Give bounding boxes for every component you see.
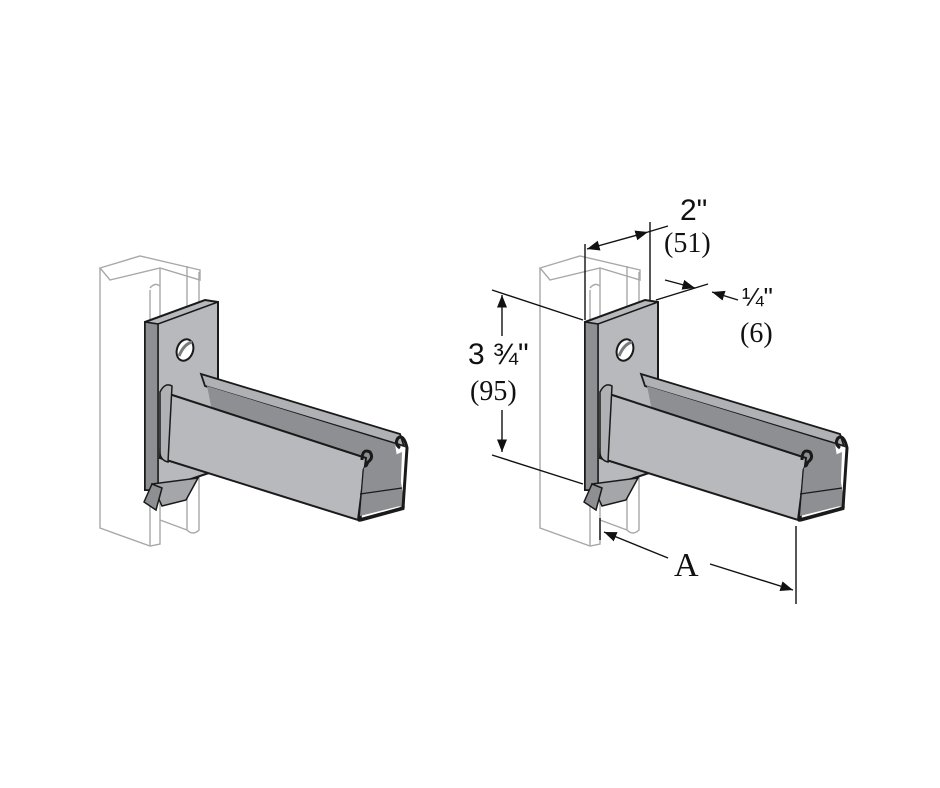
- bracket-assembly-plain: [98, 254, 409, 548]
- width-metric-label: (51): [664, 228, 711, 259]
- length-a-label: A: [674, 547, 699, 584]
- bracket-assembly-dimensioned: [538, 254, 849, 548]
- height-metric-label: (95): [470, 376, 517, 407]
- dimension-lines: [491, 222, 797, 604]
- width-imperial-label: 2": [680, 194, 707, 227]
- thickness-imperial-label: ¼": [742, 282, 773, 312]
- height-imperial-label: 3 ¾": [468, 338, 529, 371]
- thickness-metric-label: (6): [740, 318, 773, 349]
